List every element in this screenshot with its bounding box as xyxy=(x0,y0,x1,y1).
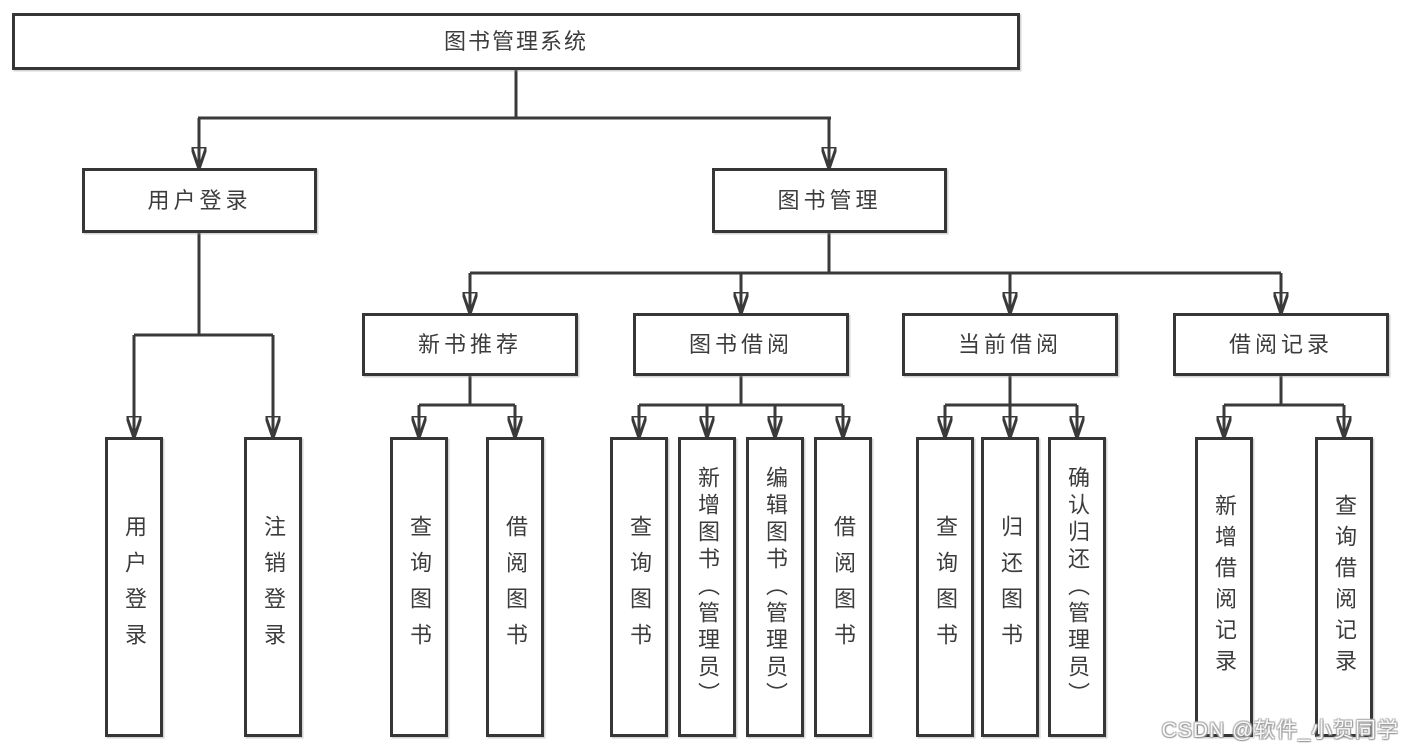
leaf-borrow-book-recommend: 借阅图书 xyxy=(486,437,544,737)
node-borrow-records: 借阅记录 xyxy=(1173,313,1389,376)
node-label: 图书管理系统 xyxy=(443,28,588,54)
node-label: 归还图书 xyxy=(998,515,1023,659)
node-label: 新增图书（管理员） xyxy=(695,465,720,709)
node-current-borrowing: 当前借阅 xyxy=(902,313,1118,376)
node-label: 新书推荐 xyxy=(417,331,522,357)
node-label: 借阅图书 xyxy=(503,515,528,659)
node-label: 注销登录 xyxy=(261,515,286,659)
leaf-logout: 注销登录 xyxy=(244,437,302,737)
leaf-query-borrow-record: 查询借阅记录 xyxy=(1315,437,1373,737)
node-new-book-recommend: 新书推荐 xyxy=(362,313,578,376)
node-label: 图书管理 xyxy=(777,187,882,213)
node-book-borrowing: 图书借阅 xyxy=(633,313,849,376)
node-label: 查询图书 xyxy=(627,515,652,659)
leaf-add-book-admin: 新增图书（管理员） xyxy=(678,437,736,737)
leaf-query-book-recommend: 查询图书 xyxy=(390,437,448,737)
leaf-edit-book-admin: 编辑图书（管理员） xyxy=(746,437,804,737)
node-label: 用户登录 xyxy=(147,187,252,213)
node-user-login: 用户登录 xyxy=(82,168,317,233)
leaf-query-book-borrowing: 查询图书 xyxy=(610,437,668,737)
node-label: 用户登录 xyxy=(122,515,147,659)
node-label: 编辑图书（管理员） xyxy=(763,465,788,709)
node-root-library-system: 图书管理系统 xyxy=(12,13,1020,70)
node-label: 查询借阅记录 xyxy=(1332,494,1357,680)
node-label: 新增借阅记录 xyxy=(1212,494,1237,680)
node-book-management: 图书管理 xyxy=(712,168,947,233)
leaf-add-borrow-record: 新增借阅记录 xyxy=(1195,437,1253,737)
node-label: 查询图书 xyxy=(407,515,432,659)
node-label: 借阅记录 xyxy=(1228,331,1333,357)
leaf-query-book-current: 查询图书 xyxy=(916,437,974,737)
leaf-confirm-return-admin: 确认归还（管理员） xyxy=(1048,437,1106,737)
leaf-return-book: 归还图书 xyxy=(981,437,1039,737)
node-label: 图书借阅 xyxy=(688,331,793,357)
node-label: 当前借阅 xyxy=(957,331,1062,357)
csdn-watermark: CSDN @软件_小贺同学 xyxy=(1161,719,1399,742)
node-label: 确认归还（管理员） xyxy=(1065,465,1090,709)
leaf-borrow-book-borrowing: 借阅图书 xyxy=(814,437,872,737)
leaf-user-login: 用户登录 xyxy=(105,437,163,737)
node-label: 查询图书 xyxy=(933,515,958,659)
node-label: 借阅图书 xyxy=(831,515,856,659)
